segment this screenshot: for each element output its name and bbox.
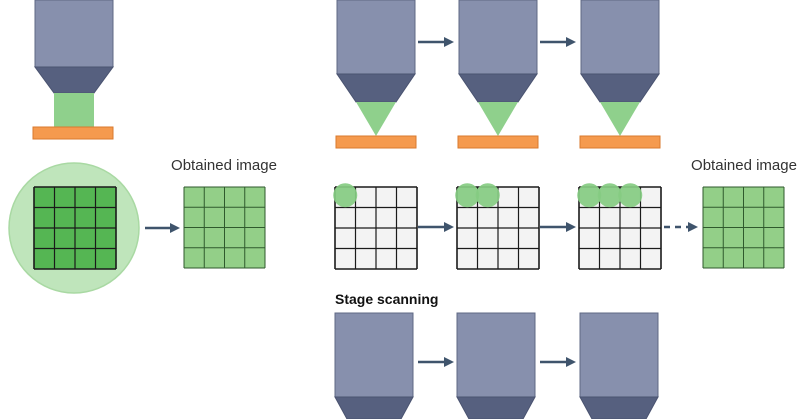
objective-tip — [579, 396, 659, 419]
obtained-image-grid-left — [183, 186, 266, 269]
widefield-light-column — [54, 93, 94, 127]
objective-body — [579, 312, 659, 398]
widefield-objective — [34, 0, 114, 94]
arrow-grid-3-output — [664, 222, 698, 232]
sample-slab — [457, 135, 539, 149]
objective-body — [580, 0, 660, 75]
illumination-spot — [333, 183, 358, 208]
arrow-stage-1-2 — [418, 357, 454, 367]
point-scanning-objective-2 — [457, 0, 539, 149]
sample-slab — [335, 135, 417, 149]
stage-scanning-objective-1 — [334, 312, 414, 419]
right-arrow-icon — [566, 357, 576, 367]
focused-light-cone — [600, 102, 640, 136]
right-arrow-icon — [170, 223, 180, 233]
scan-grid-2 — [455, 183, 540, 270]
obtained-image-label-left: Obtained image — [171, 157, 277, 174]
right-arrow-icon — [444, 222, 454, 232]
objective-tip — [580, 73, 660, 103]
arrow-grid-2-3 — [540, 222, 576, 232]
right-arrow-icon — [444, 357, 454, 367]
stage-scanning-objectives-row — [334, 312, 659, 419]
arrow-stage-2-3 — [540, 357, 576, 367]
objective-tip — [34, 66, 114, 94]
stage-scanning-heading: Stage scanning — [335, 291, 438, 307]
objective-body — [336, 0, 416, 75]
arrow-grid-1-2 — [418, 222, 454, 232]
obtained-image-label-right: Obtained image — [691, 157, 797, 174]
illumination-spot — [618, 183, 643, 208]
illumination-spot — [475, 183, 500, 208]
scanning-objectives-row — [335, 0, 661, 149]
arrow-objective-2-3 — [540, 37, 576, 47]
right-arrow-icon — [566, 37, 576, 47]
dashed-right-arrow-icon — [688, 222, 698, 232]
objective-body — [458, 0, 538, 75]
objective-body — [34, 0, 114, 68]
focused-light-cone — [478, 102, 518, 136]
arrow-objective-1-2 — [418, 37, 454, 47]
point-scanning-objective-1 — [335, 0, 417, 149]
point-scanning-objective-3 — [579, 0, 661, 149]
objective-tip — [456, 396, 536, 419]
widefield-sample — [32, 126, 114, 140]
stage-scanning-objective-3 — [579, 312, 659, 419]
widefield-illuminated-grid — [33, 186, 117, 270]
arrow-widefield-to-image — [145, 223, 180, 233]
objective-tip — [336, 73, 416, 103]
scan-grid-1 — [333, 183, 418, 270]
objective-body — [456, 312, 536, 398]
objective-tip — [334, 396, 414, 419]
right-arrow-icon — [444, 37, 454, 47]
stage-scanning-objective-2 — [456, 312, 536, 419]
right-arrow-icon — [566, 222, 576, 232]
focused-light-cone — [356, 102, 396, 136]
objective-body — [334, 312, 414, 398]
scanning-grids-row — [333, 183, 662, 270]
illumination-spot — [597, 183, 622, 208]
obtained-image-grid-right — [702, 186, 785, 269]
illumination-spot — [577, 183, 602, 208]
illumination-spot — [455, 183, 480, 208]
scan-grid-3 — [577, 183, 662, 270]
objective-tip — [458, 73, 538, 103]
sample-slab — [579, 135, 661, 149]
